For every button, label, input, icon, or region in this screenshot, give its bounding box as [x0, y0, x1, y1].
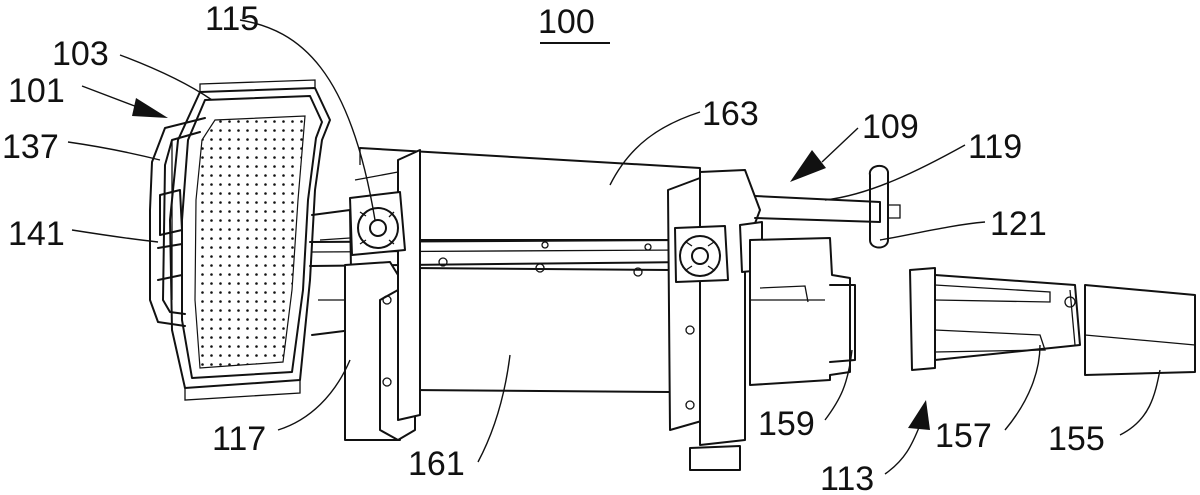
label-121: 121 [990, 205, 1047, 243]
right-housing [749, 237, 856, 386]
label-163: 163 [702, 95, 759, 133]
label-137: 137 [2, 128, 59, 166]
label-155: 155 [1048, 420, 1105, 458]
pointer-arrows [81, 85, 930, 475]
label-159: 159 [758, 405, 815, 443]
label-101: 101 [8, 72, 65, 110]
label-141: 141 [8, 215, 65, 253]
left-bracket [344, 149, 421, 441]
label-117: 117 [212, 420, 266, 458]
label-115: 115 [205, 0, 259, 38]
label-157: 157 [935, 417, 992, 455]
label-103: 103 [52, 35, 109, 73]
perforated-filter-rim [169, 79, 331, 401]
label-100: 100 [538, 3, 595, 41]
upper-rod-and-handle [754, 164, 901, 249]
telescoping-section [909, 267, 1081, 371]
label-113: 113 [820, 460, 874, 495]
label-109: 109 [862, 108, 919, 146]
lower-cylinder [409, 267, 671, 393]
right-bracket [667, 169, 763, 471]
label-119: 119 [968, 128, 1022, 166]
rod-end [1084, 284, 1196, 376]
reference-numerals: 100 103 101 115 137 141 163 109 119 121 … [2, 0, 1105, 495]
leader-lines [67, 19, 1161, 463]
label-161: 161 [408, 445, 465, 483]
